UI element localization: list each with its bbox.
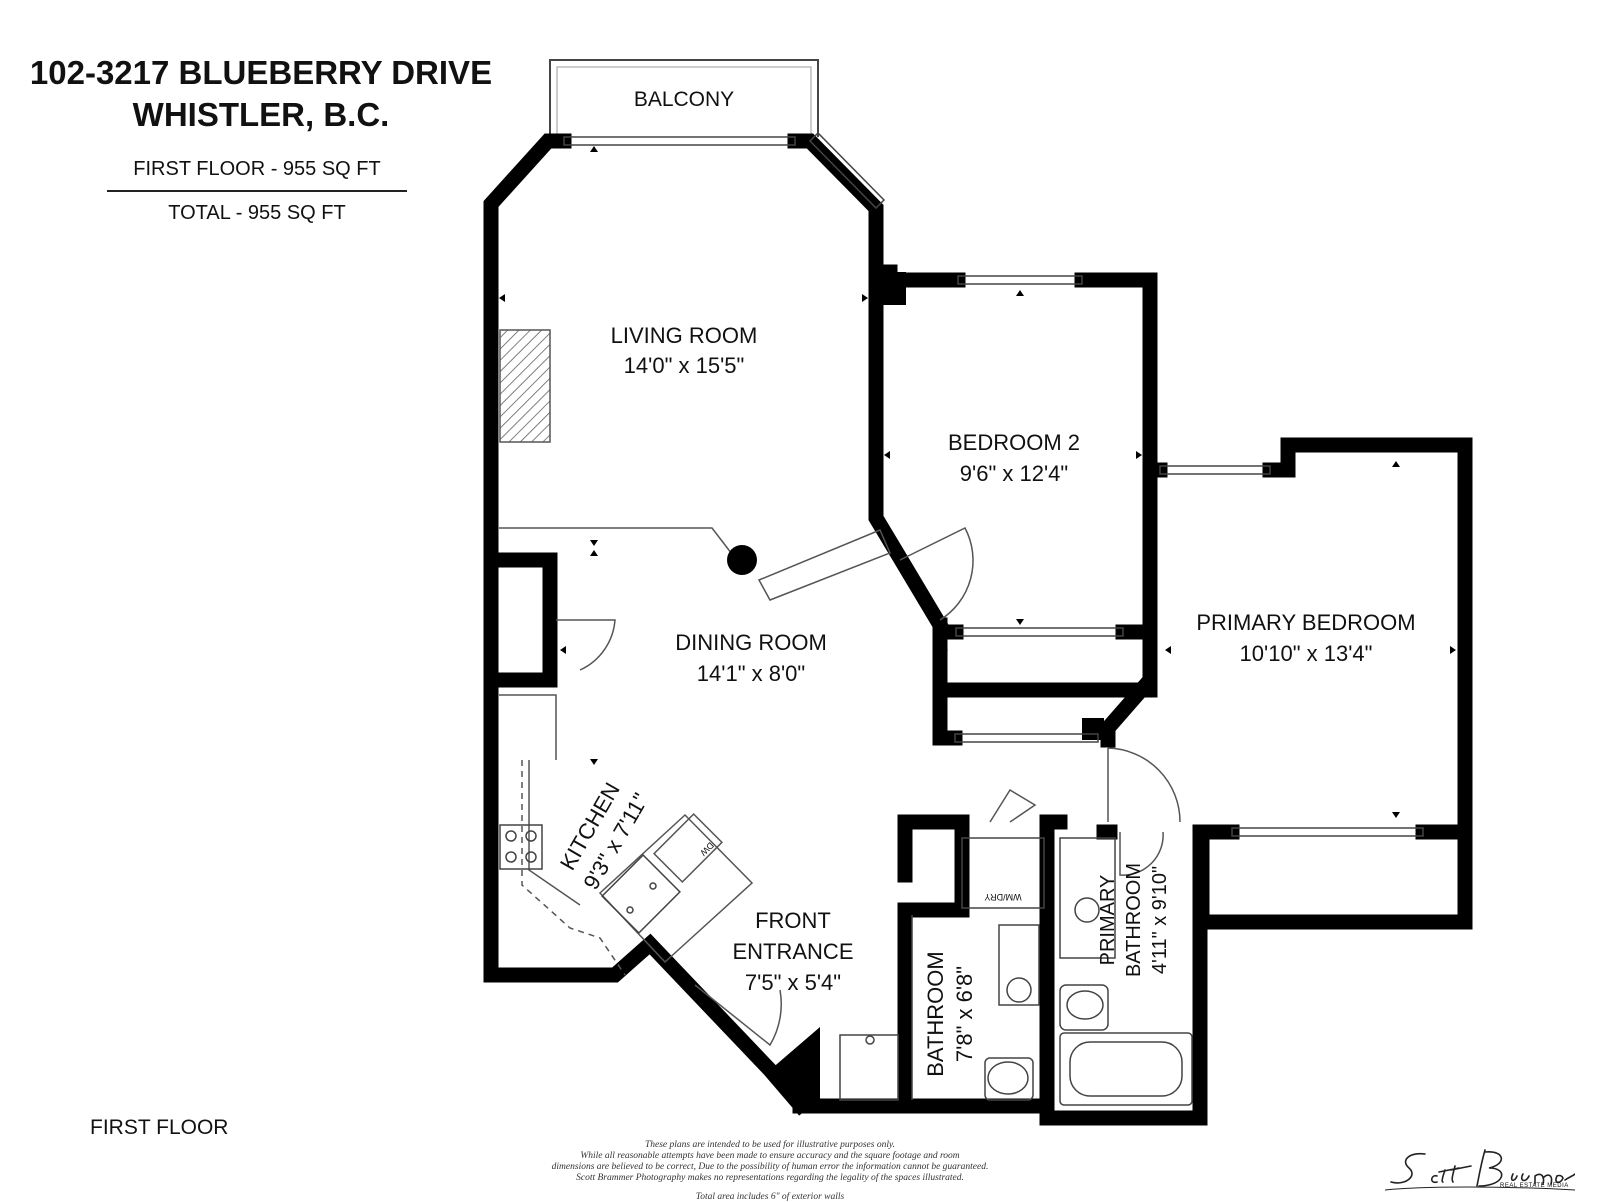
bedroom-2-size: 9'6" x 12'4" <box>960 461 1068 486</box>
primary-bathroom-name-1: PRIMARY <box>1097 875 1119 966</box>
front-entrance-name-1: FRONT <box>755 908 831 933</box>
wall-post <box>1082 718 1104 740</box>
dimension-markers <box>499 146 1456 978</box>
balcony-label: BALCONY <box>634 88 734 111</box>
living-room-size: 14'0" x 15'5" <box>624 353 745 378</box>
bathroom-name: BATHROOM <box>923 951 948 1076</box>
bathroom-fixtures <box>839 837 1193 1106</box>
bathroom-size: 7'8" x 6'8" <box>952 966 977 1062</box>
living-room-name: LIVING ROOM <box>611 323 758 348</box>
first-floor-area: FIRST FLOOR - 955 SQ FT <box>133 158 381 180</box>
kitchen-sink <box>601 854 681 934</box>
balcony <box>549 59 819 137</box>
partitions <box>499 527 891 976</box>
total-area: TOTAL - 955 SQ FT <box>168 202 346 224</box>
primary-bathroom-name-2: BATHROOM <box>1123 863 1145 977</box>
primary-bathroom-size: 4'11" x 9'10" <box>1149 866 1171 974</box>
address-line-2: WHISTLER, B.C. <box>132 96 390 133</box>
disclaimer-line: While all reasonable attempts have been … <box>580 1151 960 1161</box>
dining-room-size: 14'1" x 8'0" <box>697 661 805 686</box>
property-address: 102-3217 BLUEBERRY DRIVE WHISTLER, B.C. <box>20 52 502 136</box>
brand-subtitle: REAL ESTATE MEDIA <box>1500 1183 1569 1189</box>
primary-bedroom-name: PRIMARY BEDROOM <box>1196 610 1415 635</box>
disclaimer-line: Scott Brammer Photography makes no repre… <box>576 1173 964 1183</box>
washer-dryer-label: WM/DRY <box>984 892 1021 902</box>
total-area-note: Total area includes 6" of exterior walls <box>695 1192 845 1202</box>
address-line-1: 102-3217 BLUEBERRY DRIVE <box>29 54 493 91</box>
fireplace <box>499 329 551 443</box>
windows <box>563 131 1424 837</box>
front-entrance-name-2: ENTRANCE <box>732 939 853 964</box>
dining-room-name: DINING ROOM <box>675 630 827 655</box>
column <box>727 545 757 575</box>
wall-corner <box>770 1027 820 1106</box>
disclaimer: These plans are intended to be used for … <box>500 1140 1040 1184</box>
bedroom-2-name: BEDROOM 2 <box>948 430 1080 455</box>
wall-post <box>876 272 906 305</box>
disclaimer-line: These plans are intended to be used for … <box>644 1140 896 1150</box>
primary-bedroom-size: 10'10" x 13'4" <box>1240 641 1373 666</box>
disclaimer-line: dimensions are believed to be correct, D… <box>551 1162 989 1172</box>
header-divider <box>107 190 407 192</box>
brand-signature-logo <box>1385 1149 1575 1191</box>
front-entrance-size: 7'5" x 5'4" <box>745 970 841 995</box>
stove <box>499 824 543 870</box>
doors <box>556 527 1181 1047</box>
floor-label: FIRST FLOOR <box>90 1116 229 1139</box>
